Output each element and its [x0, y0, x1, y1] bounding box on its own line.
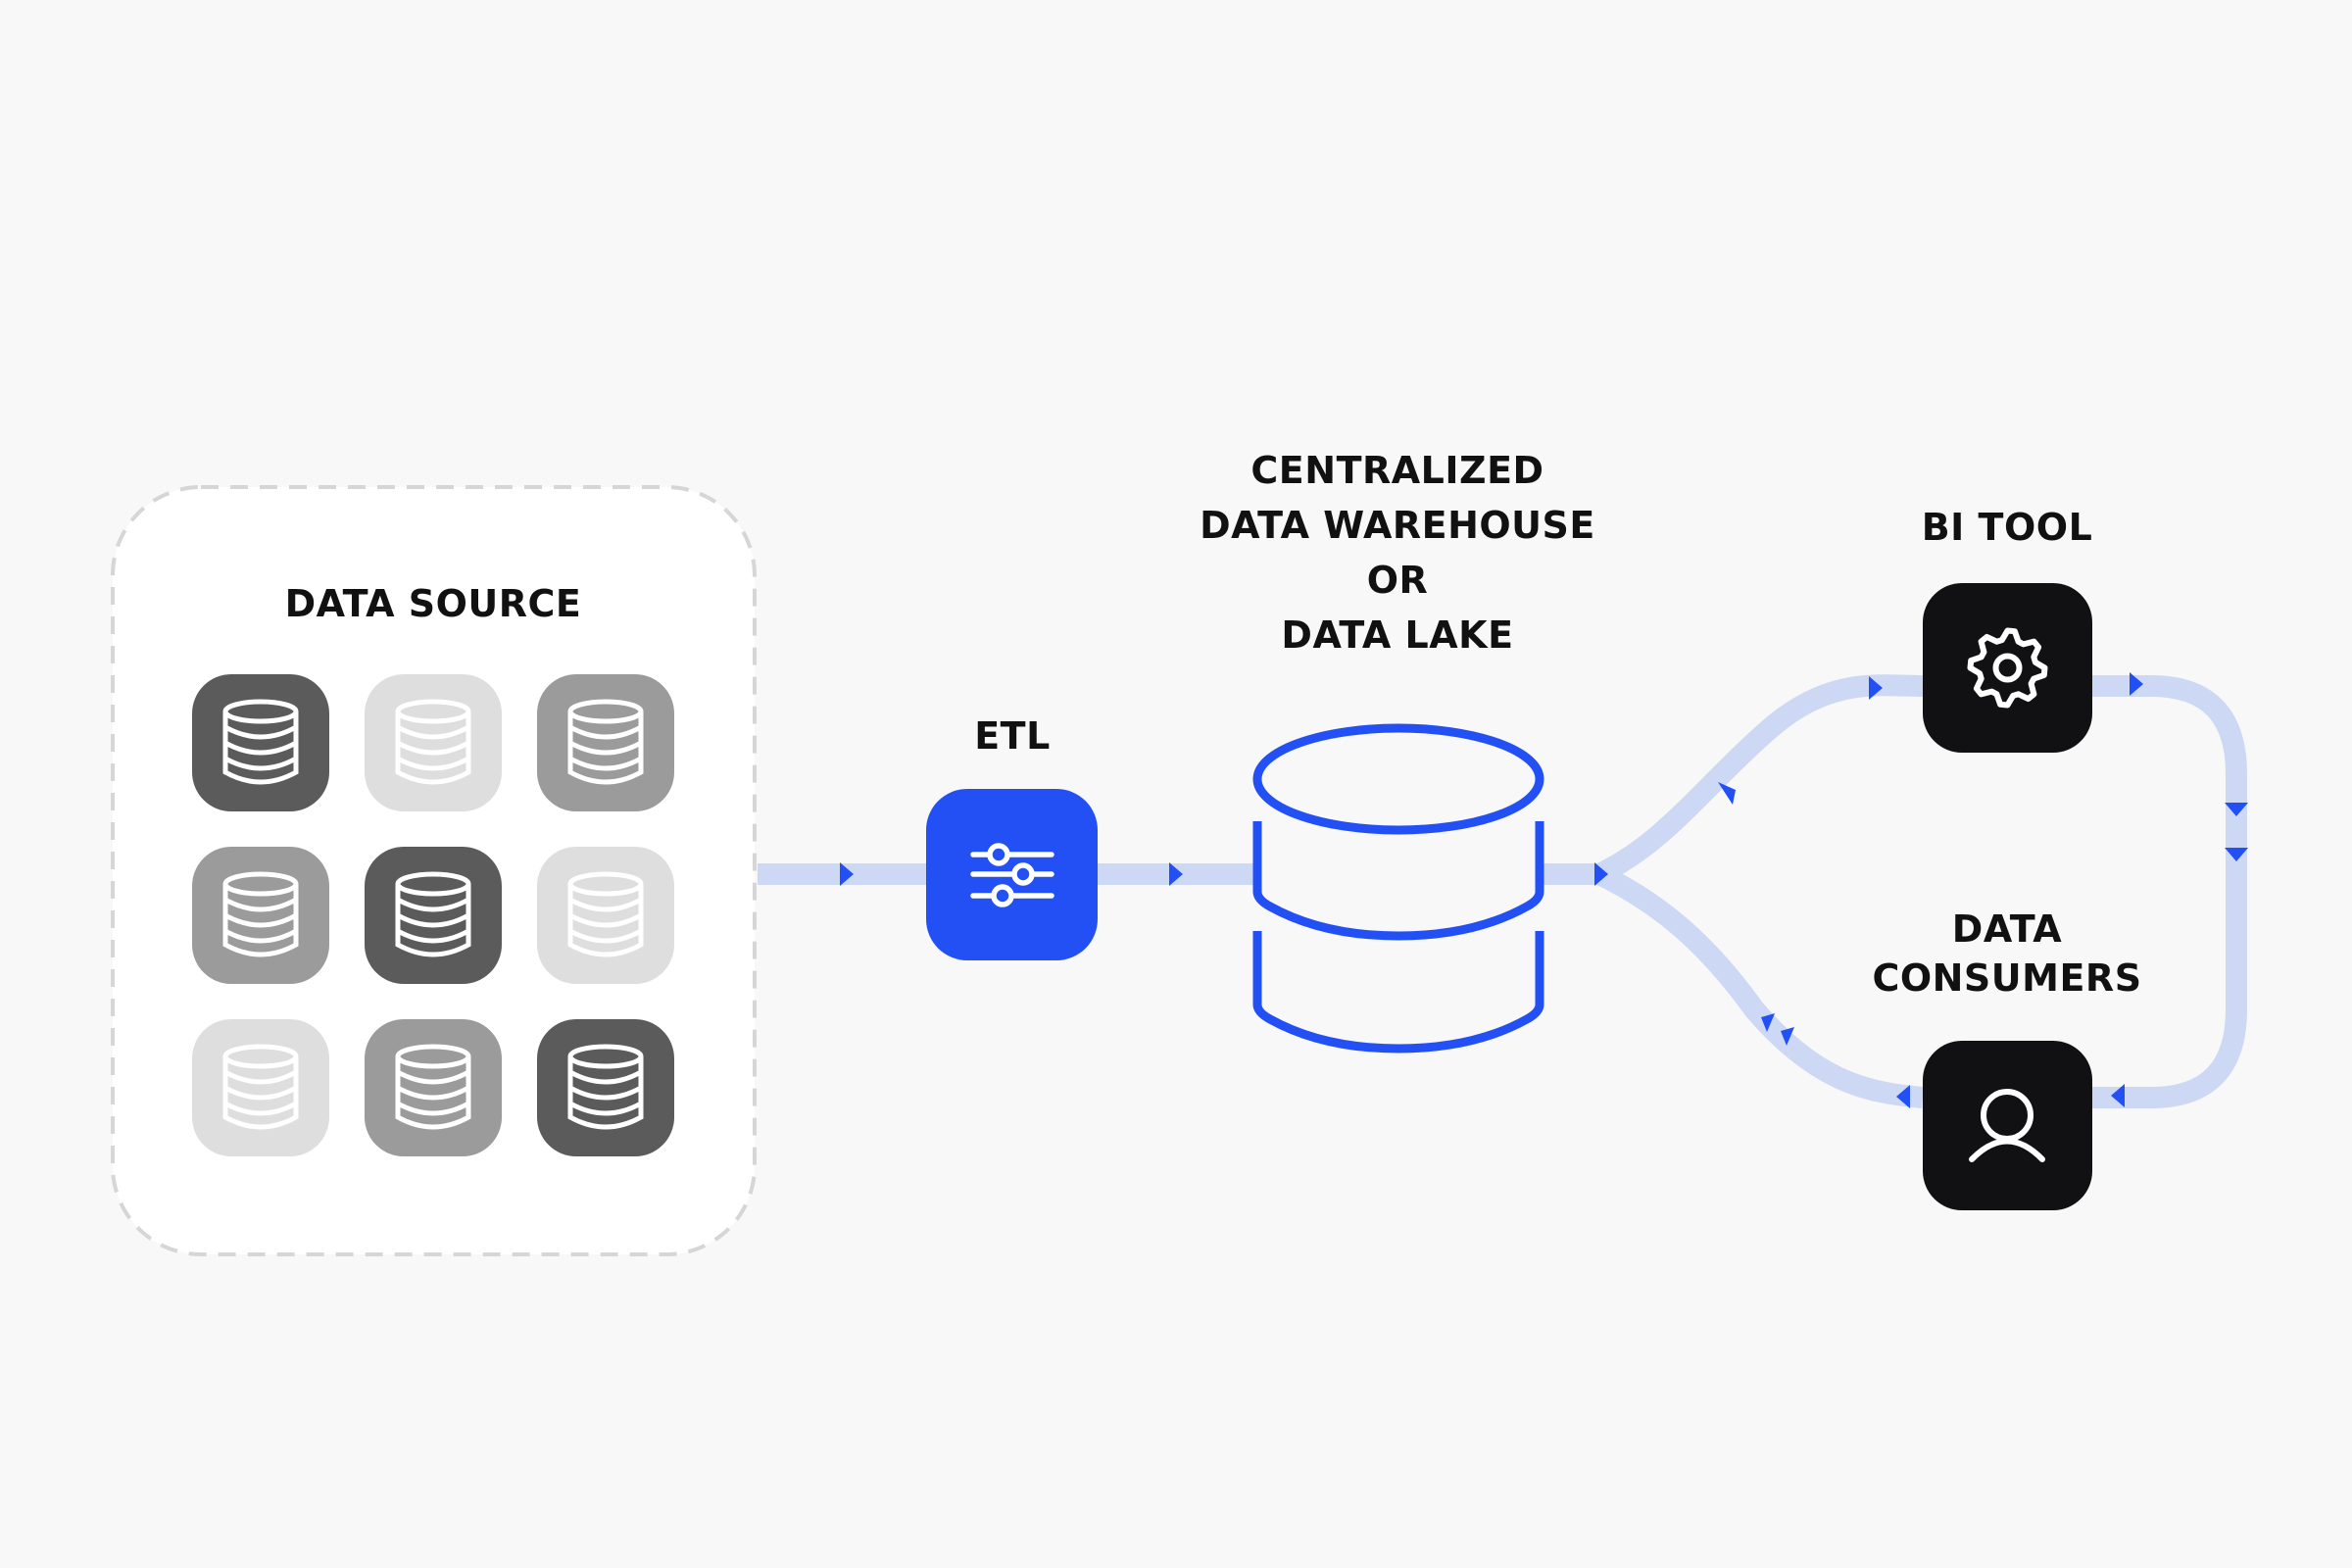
database-icon [567, 1044, 644, 1130]
database-icon [395, 1044, 471, 1130]
arrow-icon [2225, 848, 2248, 861]
arrow-icon [1869, 676, 1883, 700]
etl-node[interactable] [926, 789, 1098, 960]
data-source-tile[interactable] [537, 1019, 674, 1156]
warehouse-bottom [1252, 931, 1544, 1054]
bi-tool-box[interactable] [1923, 583, 2092, 753]
gear-icon [1967, 627, 2048, 709]
data-consumers-node[interactable] [1923, 1041, 2092, 1210]
arrow-icon [1781, 1027, 1794, 1046]
data-source-tile[interactable] [537, 674, 674, 811]
data-source-tile[interactable] [365, 1019, 502, 1156]
arrow-icon [840, 862, 854, 886]
arrow-icon [2111, 1084, 2125, 1107]
arrow-icon [2225, 803, 2248, 816]
data-source-tiles [192, 674, 674, 1156]
user-icon [1969, 1089, 2045, 1162]
flow-line-to-consumers [1594, 864, 1924, 1108]
etl-label: ETL [974, 714, 1051, 758]
warehouse-node[interactable] [1252, 723, 1544, 1054]
data-source-tile[interactable] [537, 847, 674, 984]
data-source-tile[interactable] [192, 674, 329, 811]
data-source-tile[interactable] [365, 847, 502, 984]
data-source-label: DATA SOURCE [284, 582, 582, 625]
arrow-icon [1594, 862, 1608, 886]
sliders-icon [970, 843, 1054, 907]
database-icon [395, 871, 471, 957]
arrow-icon [1718, 782, 1736, 805]
warehouse-middle [1252, 821, 1544, 941]
database-icon [222, 1044, 299, 1130]
flow-line-bi-loop [2092, 675, 2247, 1108]
data-consumers-box[interactable] [1923, 1041, 2092, 1210]
bi-tool-node[interactable] [1923, 583, 2092, 753]
data-source-tile[interactable] [192, 847, 329, 984]
arrow-icon [1169, 862, 1183, 886]
warehouse-top [1252, 723, 1544, 835]
database-icon [395, 699, 471, 785]
bi-tool-label: BI TOOL [1921, 506, 2093, 549]
data-source-tile[interactable] [192, 1019, 329, 1156]
data-consumers-label: DATA CONSUMERS [1872, 907, 2142, 1000]
flow-arrows [840, 672, 2248, 1108]
database-icon [222, 871, 299, 957]
arrow-icon [1896, 1085, 1910, 1108]
database-icon [567, 871, 644, 957]
database-icon [567, 699, 644, 785]
warehouse-label: CENTRALIZED DATA WAREHOUSE OR DATA LAKE [1200, 449, 1595, 657]
data-source-tile[interactable] [365, 674, 502, 811]
database-icon [222, 699, 299, 785]
arrow-icon [1761, 1013, 1775, 1032]
flow-line-to-bi-tool [1594, 674, 1924, 884]
arrow-icon [2130, 672, 2143, 696]
